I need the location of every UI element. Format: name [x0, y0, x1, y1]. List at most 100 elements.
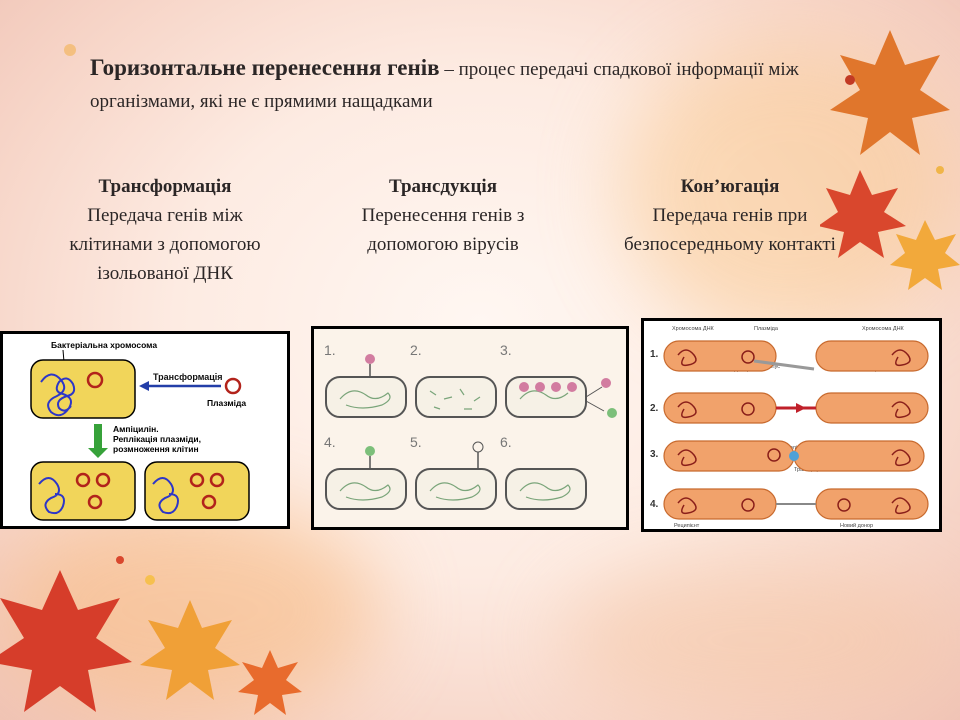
plasmid	[75, 472, 91, 488]
step-number: 1.	[324, 342, 336, 358]
bacterial-cell	[415, 468, 497, 510]
chromosome	[38, 477, 65, 515]
recipient-cell	[815, 392, 929, 424]
step-number: 6.	[500, 434, 512, 450]
column-text: Перенесення генів з допомогою вірусів	[361, 205, 525, 255]
arrow-label: Трансформація	[153, 372, 223, 382]
bacterial-cell	[325, 468, 407, 510]
step-number: 4.	[650, 499, 659, 510]
bacterial-cell	[415, 376, 497, 418]
chromosome	[677, 401, 697, 419]
chromosome	[891, 401, 911, 419]
daughter-cell	[144, 461, 250, 521]
step-number: 1.	[650, 349, 659, 360]
autumn-leaves-icon	[820, 30, 960, 290]
step-number: 3.	[500, 342, 512, 358]
step-label: розмноження клітин	[113, 444, 199, 454]
release-arrow	[585, 400, 605, 412]
release-arrow	[585, 386, 603, 398]
donor-cell	[663, 440, 795, 472]
diagram-label: Хромосома ДНК	[672, 326, 715, 332]
step-number: 4.	[324, 434, 336, 450]
plasmid	[741, 402, 755, 416]
diagram-label: Хромосома ДНК	[862, 326, 905, 332]
dna-strand	[339, 482, 391, 501]
dna-strand	[519, 482, 571, 501]
dna-fragments	[429, 388, 481, 410]
transformation-diagram: Бактеріальна хромосома Трансформація Пла…	[0, 331, 290, 529]
step-number: 5.	[410, 434, 422, 450]
plasmid	[741, 498, 755, 512]
chromosome	[677, 349, 697, 367]
plasmid	[741, 350, 755, 364]
recipient-cell	[815, 340, 929, 372]
transduction-diagram: 1. 2. 3. 4. 5. 6.	[311, 326, 629, 530]
column-conjugation: Кон’югація Передача генів при безпосеред…	[622, 172, 838, 259]
column-transduction: Трансдукція Перенесення генів з допомого…	[332, 172, 554, 259]
daughter-cell	[30, 461, 136, 521]
chromosome	[152, 477, 179, 515]
dna-strand	[519, 390, 569, 400]
chromosome	[891, 497, 911, 515]
column-text: Передача генів при безпосередньому конта…	[624, 205, 836, 255]
arrow-head	[139, 381, 149, 391]
column-title: Трансдукція	[389, 176, 497, 197]
step-label: Ампіцилін.	[113, 424, 159, 434]
transduction-svg: 1. 2. 3. 4. 5. 6.	[324, 342, 617, 510]
transfer-complex	[789, 451, 799, 461]
chromosome	[891, 349, 911, 367]
arrow-head	[796, 403, 806, 413]
step-number: 2.	[650, 403, 659, 414]
donor-cell	[663, 488, 777, 520]
plasmid	[189, 472, 205, 488]
heading-term: Горизонтальне перенесення генів	[90, 55, 440, 80]
recipient-cell	[815, 488, 929, 520]
recipient-cell	[793, 440, 925, 472]
bacterial-cell	[505, 468, 587, 510]
donor-cell	[663, 392, 777, 424]
diagram-label: ДНК-полімераза	[774, 445, 816, 451]
column-title: Кон’югація	[680, 176, 780, 197]
column-title: Трансформація	[98, 176, 232, 197]
dna-strand	[339, 390, 391, 409]
chromosome	[677, 497, 697, 515]
column-text: Передача генів між клітинами з допомогою…	[69, 205, 261, 284]
chromosome-label: Бактеріальна хромосома	[51, 340, 157, 350]
step-number: 2.	[410, 342, 422, 358]
diagram-label: Реципієнт	[674, 523, 700, 529]
donor-cell	[663, 340, 777, 372]
chromosome	[891, 449, 911, 467]
free-plasmid	[224, 377, 242, 395]
chromosome	[40, 373, 76, 417]
plasmid	[201, 494, 217, 510]
pilus	[753, 359, 815, 371]
step-label: Реплікація плазміди,	[113, 434, 201, 444]
small-leaf-icon	[64, 44, 76, 56]
bacterial-cell	[325, 376, 407, 418]
diagram-label: Новий донор	[840, 522, 873, 529]
conjugation-svg: Хромосома ДНК Плазміда Хромосома ДНК Дон…	[650, 326, 929, 529]
plasmid-label: Плазміда	[207, 398, 246, 408]
green-arrow-head	[88, 448, 108, 458]
plasmid	[87, 494, 103, 510]
chromosome	[677, 449, 697, 467]
plasmid	[209, 472, 225, 488]
phage-icon	[365, 354, 617, 469]
heading-definition: – процес передачі спадкової інформації м…	[90, 59, 799, 112]
plasmid	[837, 498, 851, 512]
definition-heading: Горизонтальне перенесення генів – процес…	[90, 52, 810, 118]
transformation-svg: Бактеріальна хромосома Трансформація Пла…	[30, 340, 250, 521]
plasmid	[95, 472, 111, 488]
step-number: 3.	[650, 449, 659, 460]
diagram-label: Плазміда	[754, 326, 779, 332]
conjugation-diagram: Хромосома ДНК Плазміда Хромосома ДНК Дон…	[641, 318, 942, 532]
plasmid	[767, 448, 781, 462]
green-arrow-shaft	[94, 424, 102, 450]
column-transformation: Трансформація Передача генів між клітина…	[60, 172, 270, 288]
background-glow	[560, 560, 960, 720]
autumn-leaves-icon	[0, 556, 302, 715]
plasmid	[86, 371, 104, 389]
dna-strand	[429, 482, 481, 501]
bacterial-cell	[30, 359, 136, 419]
